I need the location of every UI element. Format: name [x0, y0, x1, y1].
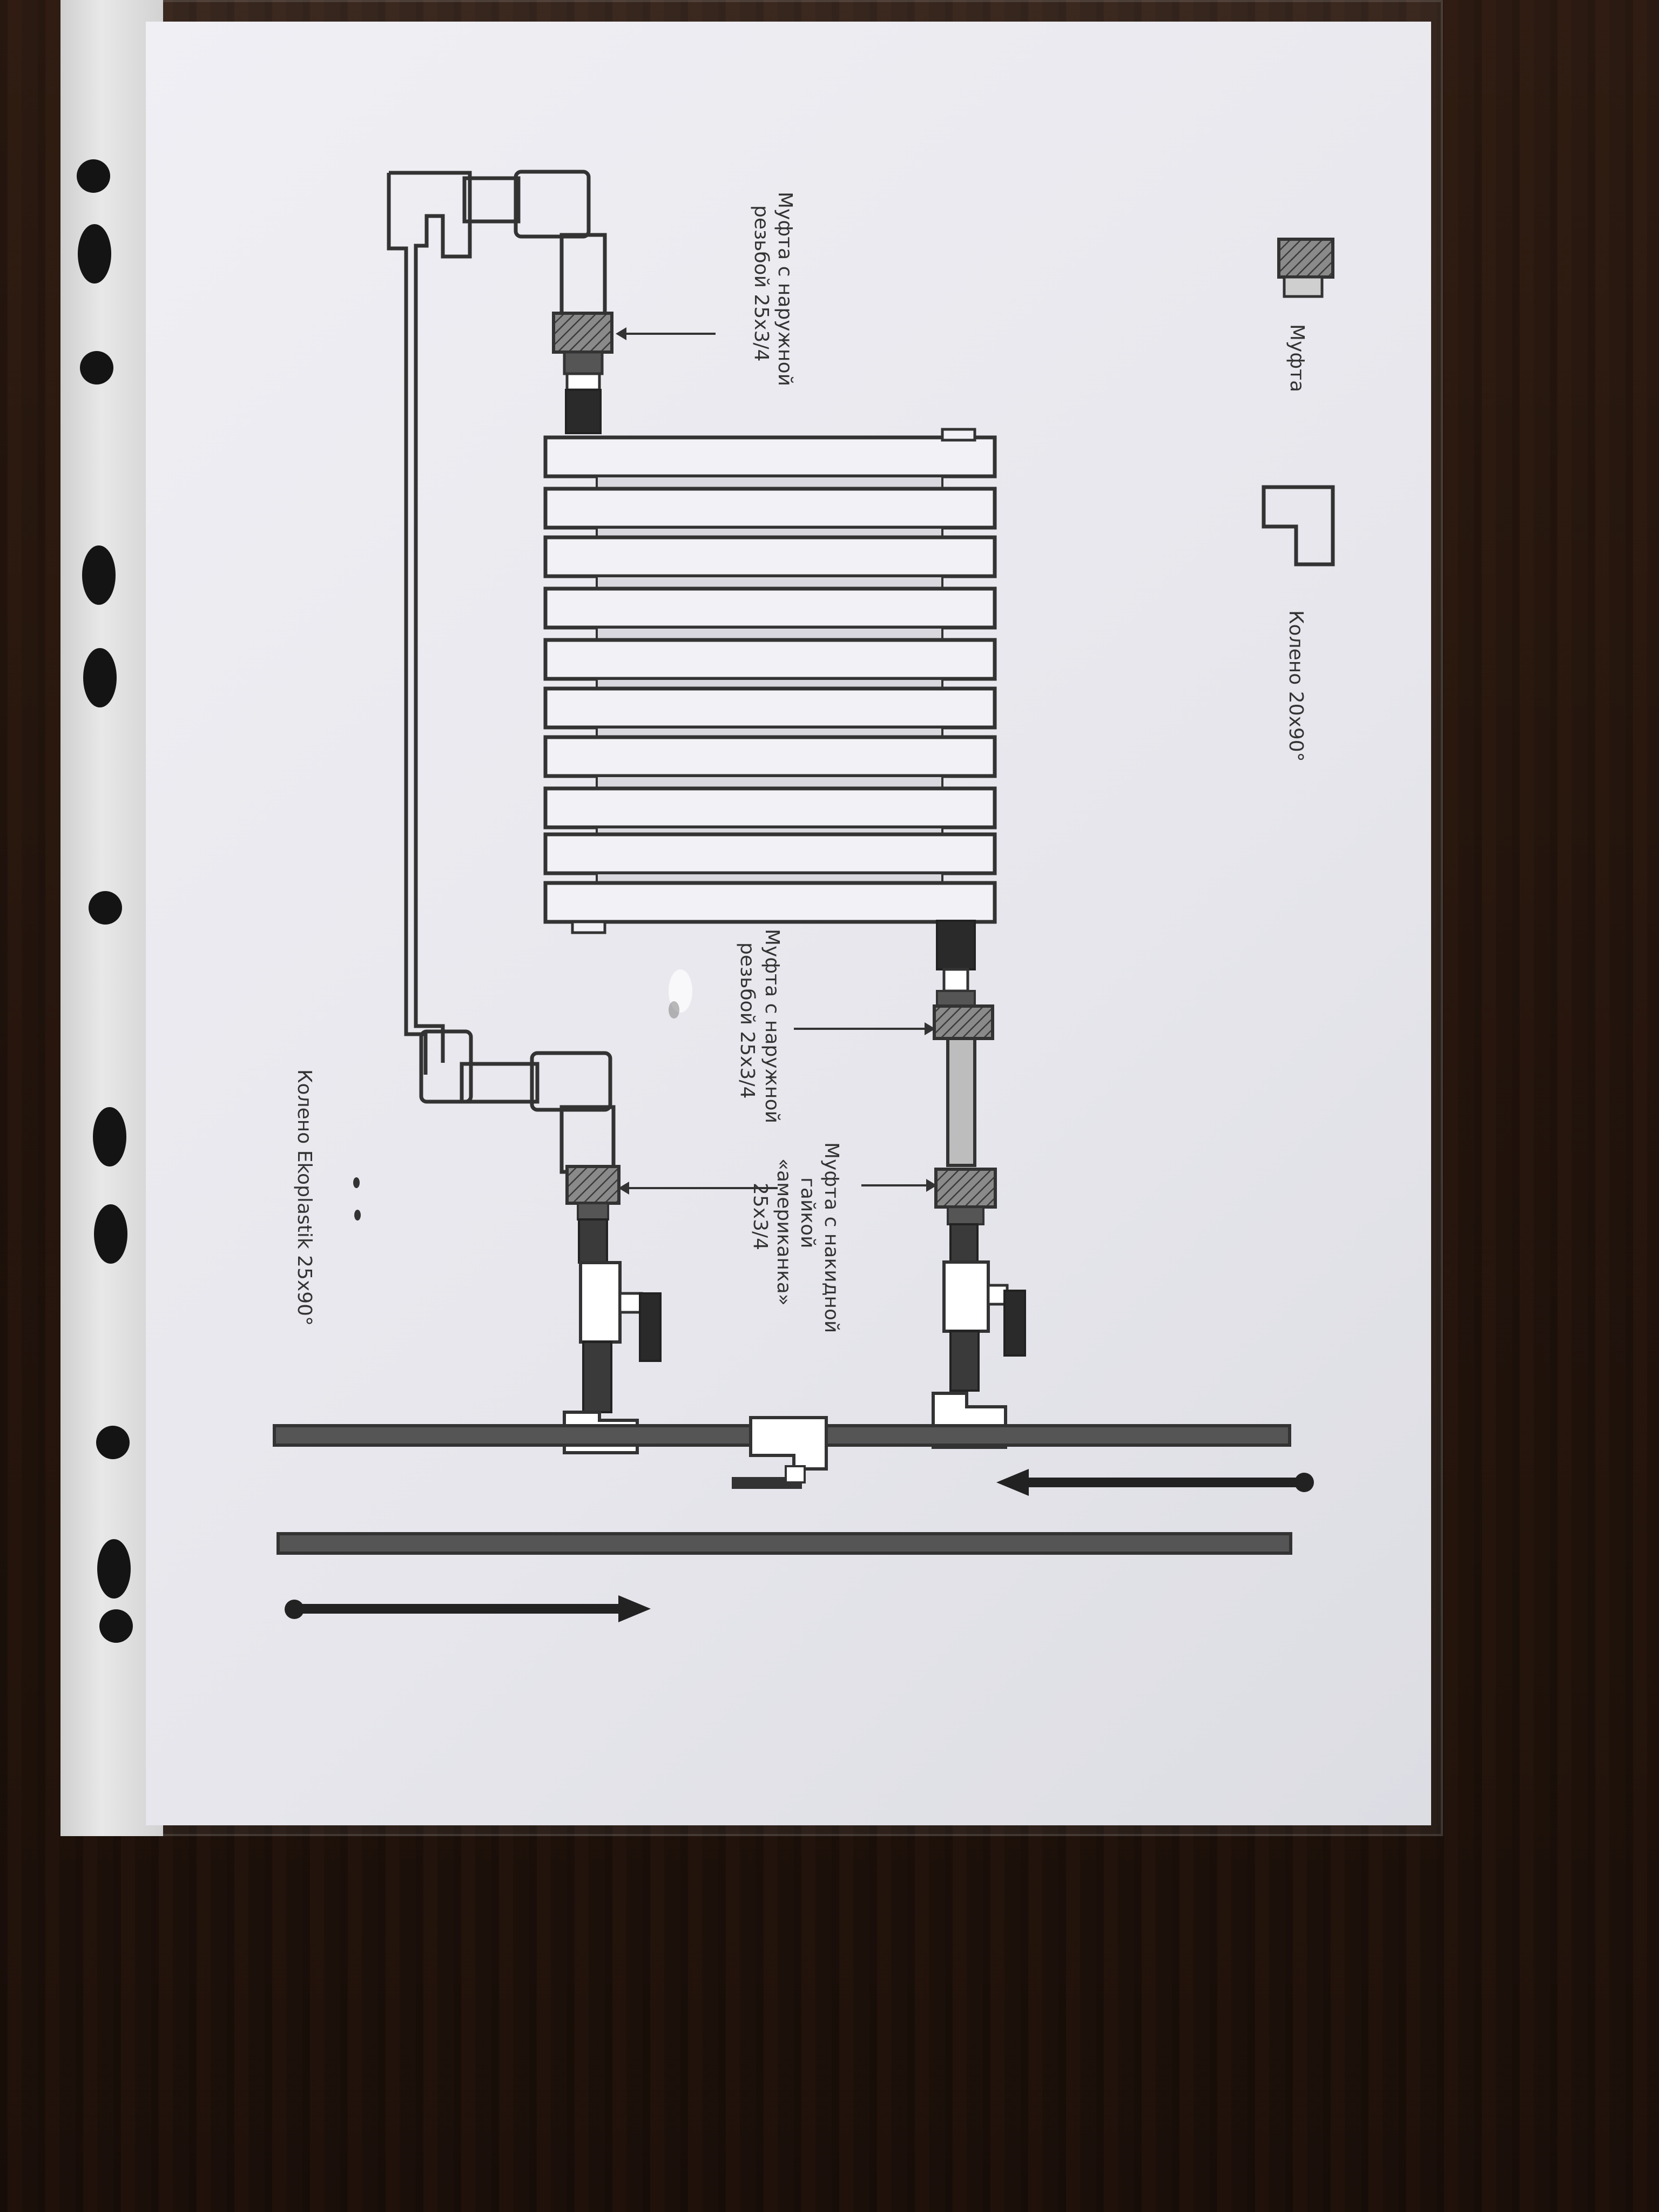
radiator-section	[543, 786, 997, 830]
radiator-cap	[571, 920, 606, 934]
punch-hole	[77, 159, 110, 193]
label-union-coupling: Муфта с накидной гайкой «американка» 25x…	[749, 1142, 842, 1333]
legend-coupling-label: Муфта	[1286, 324, 1308, 392]
flow-arrow-supply	[285, 1595, 651, 1622]
arrowhead-icon	[618, 1182, 629, 1195]
punch-hole	[78, 224, 111, 284]
left-riser	[563, 1165, 662, 1454]
legend-elbow-icon	[1262, 485, 1335, 567]
arrowhead-icon	[616, 327, 626, 340]
upper-coupling	[552, 312, 613, 434]
flow-arrow-return	[996, 1469, 1314, 1496]
arrowhead-icon	[925, 1022, 935, 1035]
radiator-section	[543, 435, 997, 478]
radiator-section	[543, 735, 997, 778]
arrowhead-icon	[926, 1179, 937, 1192]
top-elbow-loop	[387, 170, 616, 1174]
legend-elbow-label: Колено 20x90°	[1285, 610, 1307, 762]
punch-hole	[82, 545, 116, 605]
right-riser	[932, 920, 1026, 1449]
radiator-section	[543, 832, 997, 875]
label-lower-coupling: Муфта с наружной резьбой 25x3/4	[736, 929, 783, 1123]
radiator-section	[543, 487, 997, 530]
svg-text:гайкой: гайкой	[797, 1177, 819, 1249]
radiator-section	[543, 535, 997, 578]
label-ekoplastik-elbow: Колено Ekoplastik 25x90°	[293, 1069, 315, 1326]
punch-hole	[93, 1107, 126, 1166]
return-pipe	[276, 1532, 1292, 1555]
paper-stain	[353, 969, 692, 1220]
svg-text:25x3/4: 25x3/4	[749, 1183, 771, 1250]
punch-hole	[94, 1204, 127, 1264]
svg-text:Муфта с наружной: Муфта с наружной	[761, 929, 783, 1123]
radiator-section	[543, 686, 997, 730]
svg-text:резьбой 25x3/4: резьбой 25x3/4	[736, 942, 758, 1098]
svg-text:Колено Ekoplastik 25x90°: Колено Ekoplastik 25x90°	[293, 1069, 315, 1326]
radiator-cap	[941, 428, 976, 442]
legend-coupling-icon	[1277, 238, 1334, 298]
punch-hole	[80, 351, 113, 385]
svg-text:резьбой 25x3/4: резьбой 25x3/4	[750, 205, 772, 361]
label-upper-coupling: Муфта с наружной резьбой 25x3/4	[750, 192, 796, 386]
punch-hole	[96, 1426, 130, 1459]
svg-text:Муфта с накидной: Муфта с накидной	[820, 1142, 842, 1333]
radiator-section	[543, 586, 997, 630]
bypass-tee	[732, 1416, 828, 1489]
punch-hole	[97, 1539, 131, 1599]
radiator-section	[543, 638, 997, 681]
radiator-section	[543, 881, 997, 924]
punch-hole	[99, 1609, 133, 1643]
svg-text:Муфта с наружной: Муфта с наружной	[774, 192, 796, 386]
radiator	[543, 428, 997, 934]
svg-text:«американка»: «американка»	[773, 1158, 795, 1306]
punch-hole	[89, 891, 122, 925]
punch-hole	[83, 648, 117, 707]
